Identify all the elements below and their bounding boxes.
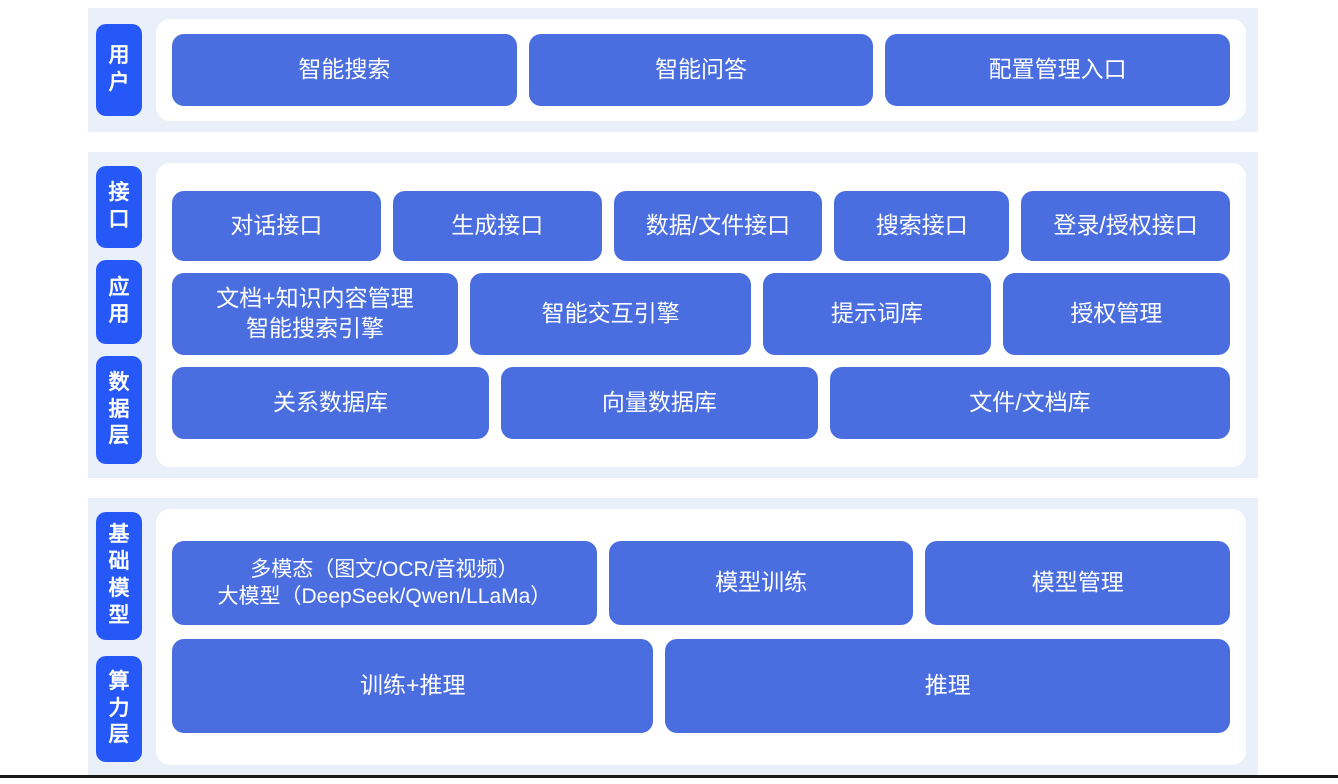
box-model-training[interactable]: 模型训练 [608, 541, 914, 625]
layer-tab-application-label: 应用 [108, 276, 130, 326]
box-data-file-api[interactable]: 数据/文件接口 [613, 191, 823, 261]
box-training-plus-inference[interactable]: 训练+推理 [172, 639, 654, 733]
box-smart-search[interactable]: 智能搜索 [172, 34, 517, 106]
band-user-layer: 用户 智能搜索 智能问答 配置管理入口 [88, 8, 1258, 132]
row-model: 多模态（图文/OCR/音视频） 大模型（DeepSeek/Qwen/LLaMa）… [172, 541, 1230, 625]
band-user-card: 智能搜索 智能问答 配置管理入口 [156, 19, 1246, 121]
row-compute: 训练+推理 推理 [172, 639, 1230, 733]
box-vector-database[interactable]: 向量数据库 [500, 367, 818, 439]
box-document-knowledge-and-search-engine[interactable]: 文档+知识内容管理 智能搜索引擎 [172, 273, 458, 355]
box-model-management[interactable]: 模型管理 [925, 541, 1230, 625]
box-smart-qa[interactable]: 智能问答 [528, 34, 874, 106]
layer-tab-user-label: 用户 [108, 44, 130, 94]
box-config-management-entry[interactable]: 配置管理入口 [885, 34, 1231, 106]
band-base-layers: 基础模型 算力层 多模态（图文/OCR/音视频） 大模型（DeepSeek/Qw… [88, 498, 1258, 776]
band-core-card: 对话接口 生成接口 数据/文件接口 搜索接口 登录/授权接口 文档+知识内容管理… [156, 163, 1246, 467]
layer-tab-user[interactable]: 用户 [96, 24, 142, 116]
layer-tab-compute[interactable]: 算力层 [96, 656, 142, 762]
box-smart-interaction-engine[interactable]: 智能交互引擎 [469, 273, 752, 355]
layer-tab-data[interactable]: 数据层 [96, 356, 142, 464]
row-application: 文档+知识内容管理 智能搜索引擎 智能交互引擎 提示词库 授权管理 [172, 273, 1230, 355]
row-interface: 对话接口 生成接口 数据/文件接口 搜索接口 登录/授权接口 [172, 191, 1230, 261]
layer-tab-compute-label: 算力层 [108, 669, 130, 747]
box-relational-database[interactable]: 关系数据库 [172, 367, 489, 439]
box-dialog-api[interactable]: 对话接口 [172, 191, 381, 261]
row-user-entries: 智能搜索 智能问答 配置管理入口 [172, 34, 1231, 106]
band-core-tab-column: 接口 应用 数据层 [88, 152, 150, 478]
box-file-document-store[interactable]: 文件/文档库 [829, 367, 1230, 439]
band-user-tab-column: 用户 [88, 8, 150, 132]
box-generation-api[interactable]: 生成接口 [392, 191, 602, 261]
row-data: 关系数据库 向量数据库 文件/文档库 [172, 367, 1230, 439]
band-core-layers: 接口 应用 数据层 对话接口 生成接口 数据/文件接口 搜索接口 登录/授权接口… [88, 152, 1258, 478]
layer-tab-interface[interactable]: 接口 [96, 166, 142, 248]
band-base-card: 多模态（图文/OCR/音视频） 大模型（DeepSeek/Qwen/LLaMa）… [156, 509, 1246, 765]
box-authorization-management[interactable]: 授权管理 [1002, 273, 1230, 355]
band-base-tab-column: 基础模型 算力层 [88, 498, 150, 776]
layer-tab-application[interactable]: 应用 [96, 260, 142, 344]
box-login-auth-api[interactable]: 登录/授权接口 [1021, 191, 1230, 261]
box-search-api[interactable]: 搜索接口 [834, 191, 1010, 261]
box-multimodal-large-model[interactable]: 多模态（图文/OCR/音视频） 大模型（DeepSeek/Qwen/LLaMa） [172, 541, 597, 625]
bottom-divider [0, 775, 1338, 778]
box-inference[interactable]: 推理 [665, 639, 1230, 733]
layer-tab-foundation-model[interactable]: 基础模型 [96, 512, 142, 640]
box-prompt-library[interactable]: 提示词库 [763, 273, 991, 355]
layer-tab-data-label: 数据层 [108, 370, 130, 448]
layer-tab-interface-label: 接口 [108, 181, 130, 231]
layer-tab-foundation-model-label: 基础模型 [108, 523, 130, 627]
